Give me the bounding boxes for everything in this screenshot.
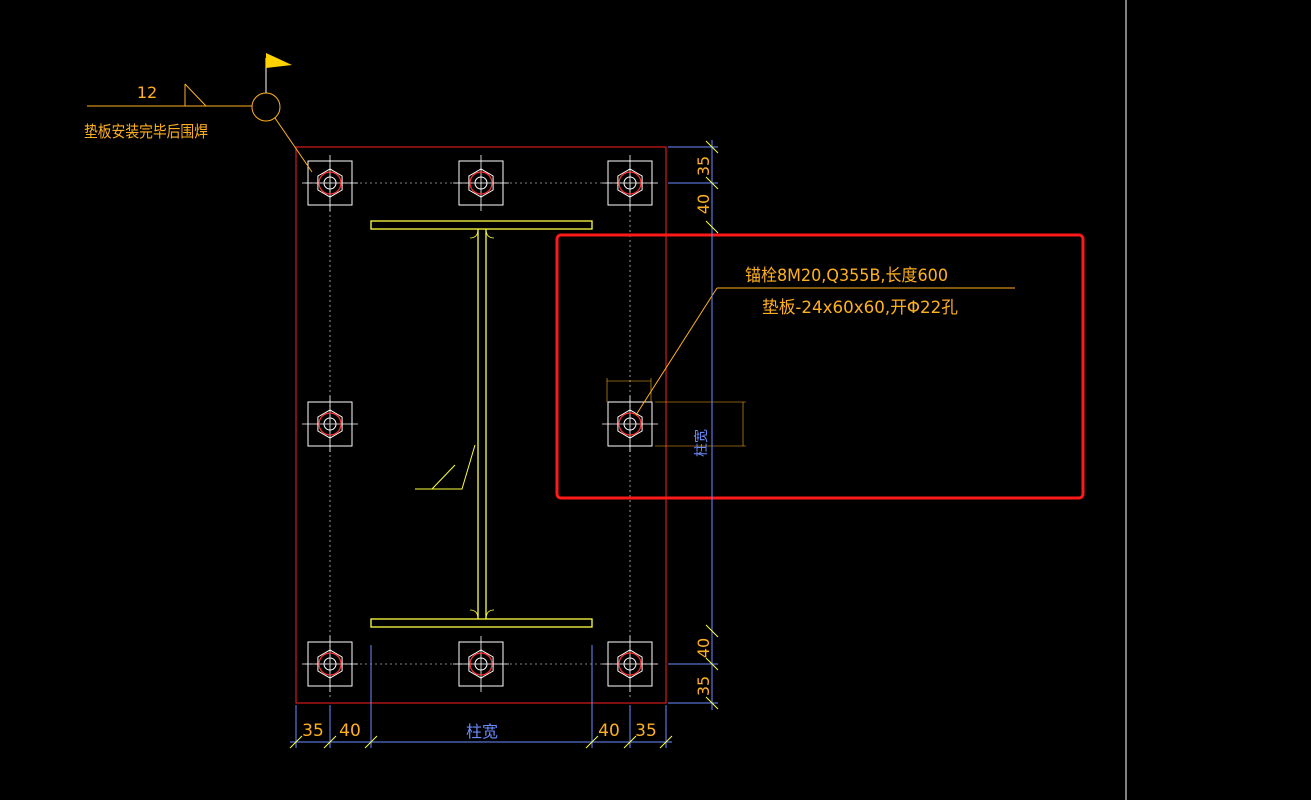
- washer-plate-spec: 垫板-24x60x60,开Φ22孔: [762, 298, 958, 318]
- right-dimension-text: 35 40 柱宽 40 35: [693, 156, 713, 696]
- weld-leader-line: [274, 117, 313, 173]
- field-weld-flag-icon: [266, 53, 292, 68]
- dim-right-top-gap: 40: [694, 194, 713, 214]
- weld-note-text: 垫板安装完毕后围焊: [84, 122, 208, 141]
- dim-bottom-right-edge: 35: [635, 721, 657, 741]
- anchor-leader-line: [635, 287, 718, 416]
- right-dimension-ticks: [705, 140, 719, 710]
- base-plate-outline[interactable]: [295, 146, 667, 704]
- anchor-bolt[interactable]: [602, 396, 658, 452]
- web-weld-leader: [415, 444, 476, 490]
- bottom-dimension-lines: [290, 645, 672, 748]
- dim-bottom-left-gap: 40: [339, 721, 361, 741]
- dim-right-span: 柱宽: [693, 429, 710, 457]
- dim-right-top-edge: 35: [694, 156, 713, 176]
- anchor-note[interactable]: 锚栓8M20,Q355B,长度600 垫板-24x60x60,开Φ22孔: [635, 266, 1015, 416]
- highlight-box[interactable]: [555, 233, 1085, 500]
- h-section-column[interactable]: [370, 220, 593, 628]
- anchor-bolt[interactable]: [302, 155, 358, 211]
- anchor-bolt[interactable]: [453, 636, 509, 692]
- anchor-bolt[interactable]: [302, 636, 358, 692]
- all-around-weld-circle: [251, 92, 281, 122]
- dim-bottom-span: 柱宽: [466, 722, 498, 741]
- anchor-bolt[interactable]: [602, 155, 658, 211]
- bottom-dimension-ticks: [289, 735, 673, 749]
- washer-detail-dims: [606, 378, 746, 447]
- anchor-bolts: [302, 155, 658, 692]
- dim-bottom-left-edge: 35: [302, 721, 324, 741]
- dim-right-bottom-gap: 40: [694, 638, 713, 658]
- bottom-dimension-text: 35 40 柱宽 40 35: [302, 721, 657, 741]
- anchor-bolt[interactable]: [602, 636, 658, 692]
- weld-size-label: 12: [137, 83, 157, 102]
- weld-note[interactable]: 12 垫板安装完毕后围焊: [84, 53, 313, 173]
- dim-bottom-right-gap: 40: [598, 721, 620, 741]
- anchor-bolt[interactable]: [302, 396, 358, 452]
- fillet-weld-symbol: [184, 84, 206, 107]
- dim-right-bottom-edge: 35: [694, 676, 713, 696]
- anchor-bolt-spec: 锚栓8M20,Q355B,长度600: [745, 266, 948, 286]
- right-dimension-lines: [668, 140, 718, 710]
- anchor-bolt[interactable]: [453, 155, 509, 211]
